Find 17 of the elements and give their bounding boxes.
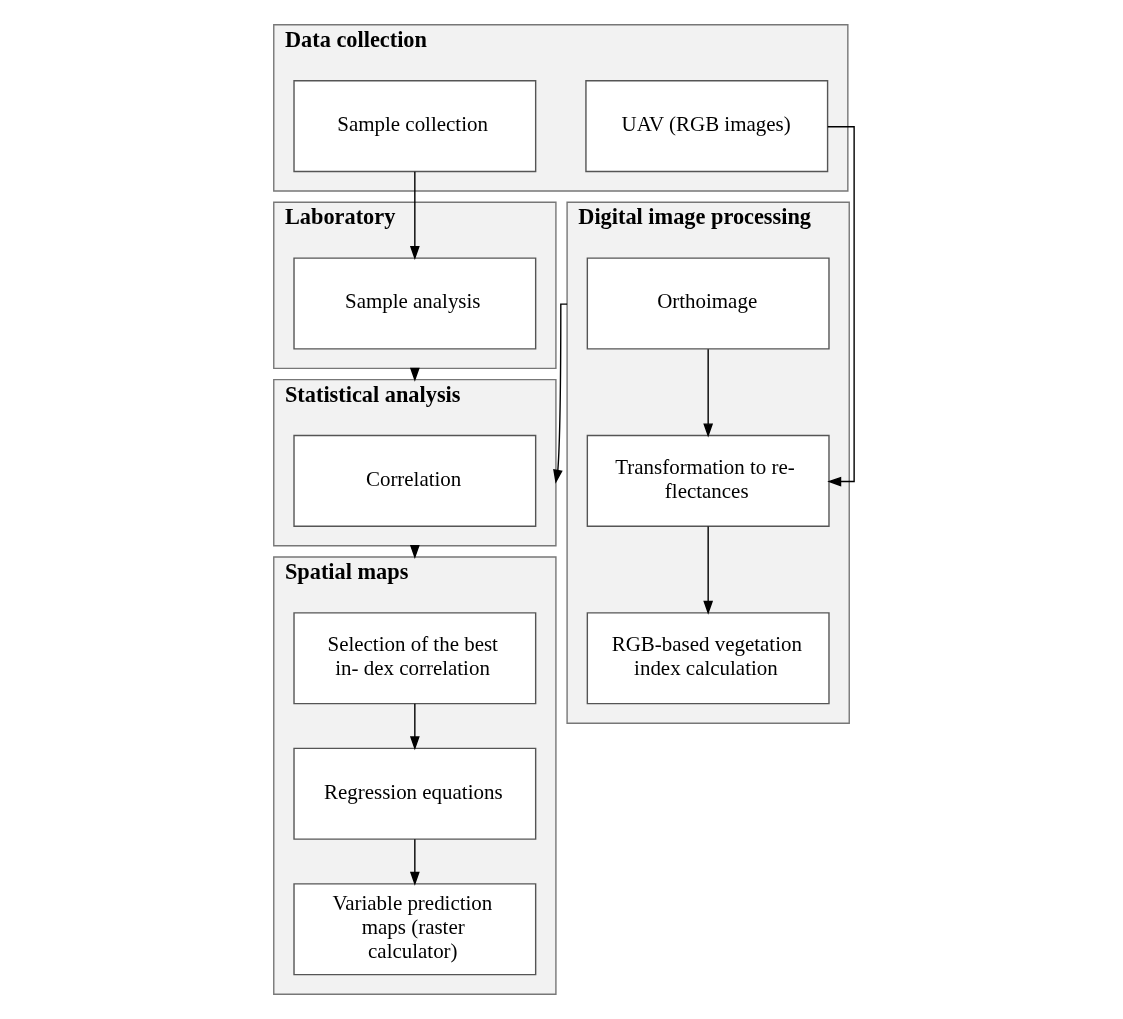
node-box: Orthoimage: [586, 257, 830, 350]
node-box: Sample analysis: [293, 257, 537, 350]
node-box: Sample collection: [293, 80, 537, 173]
node-box: Transformation to re- flectances: [586, 434, 830, 527]
arrow: [409, 171, 420, 261]
node-box: Selection of the best in- dex correlation: [293, 612, 537, 705]
arrow: [827, 126, 855, 487]
arrow: [409, 703, 420, 751]
node-box: Correlation: [293, 434, 537, 527]
arrow: [409, 838, 420, 886]
arrow: [703, 348, 714, 438]
node-box: RGB-based vegetation index calculation: [586, 612, 830, 705]
node-box: Regression equations: [293, 747, 537, 840]
node-box: Variable prediction maps (raster calculator): [293, 883, 537, 976]
arrow: [703, 525, 714, 615]
arrow: [553, 303, 568, 484]
node-box: UAV (RGB images): [585, 80, 829, 173]
